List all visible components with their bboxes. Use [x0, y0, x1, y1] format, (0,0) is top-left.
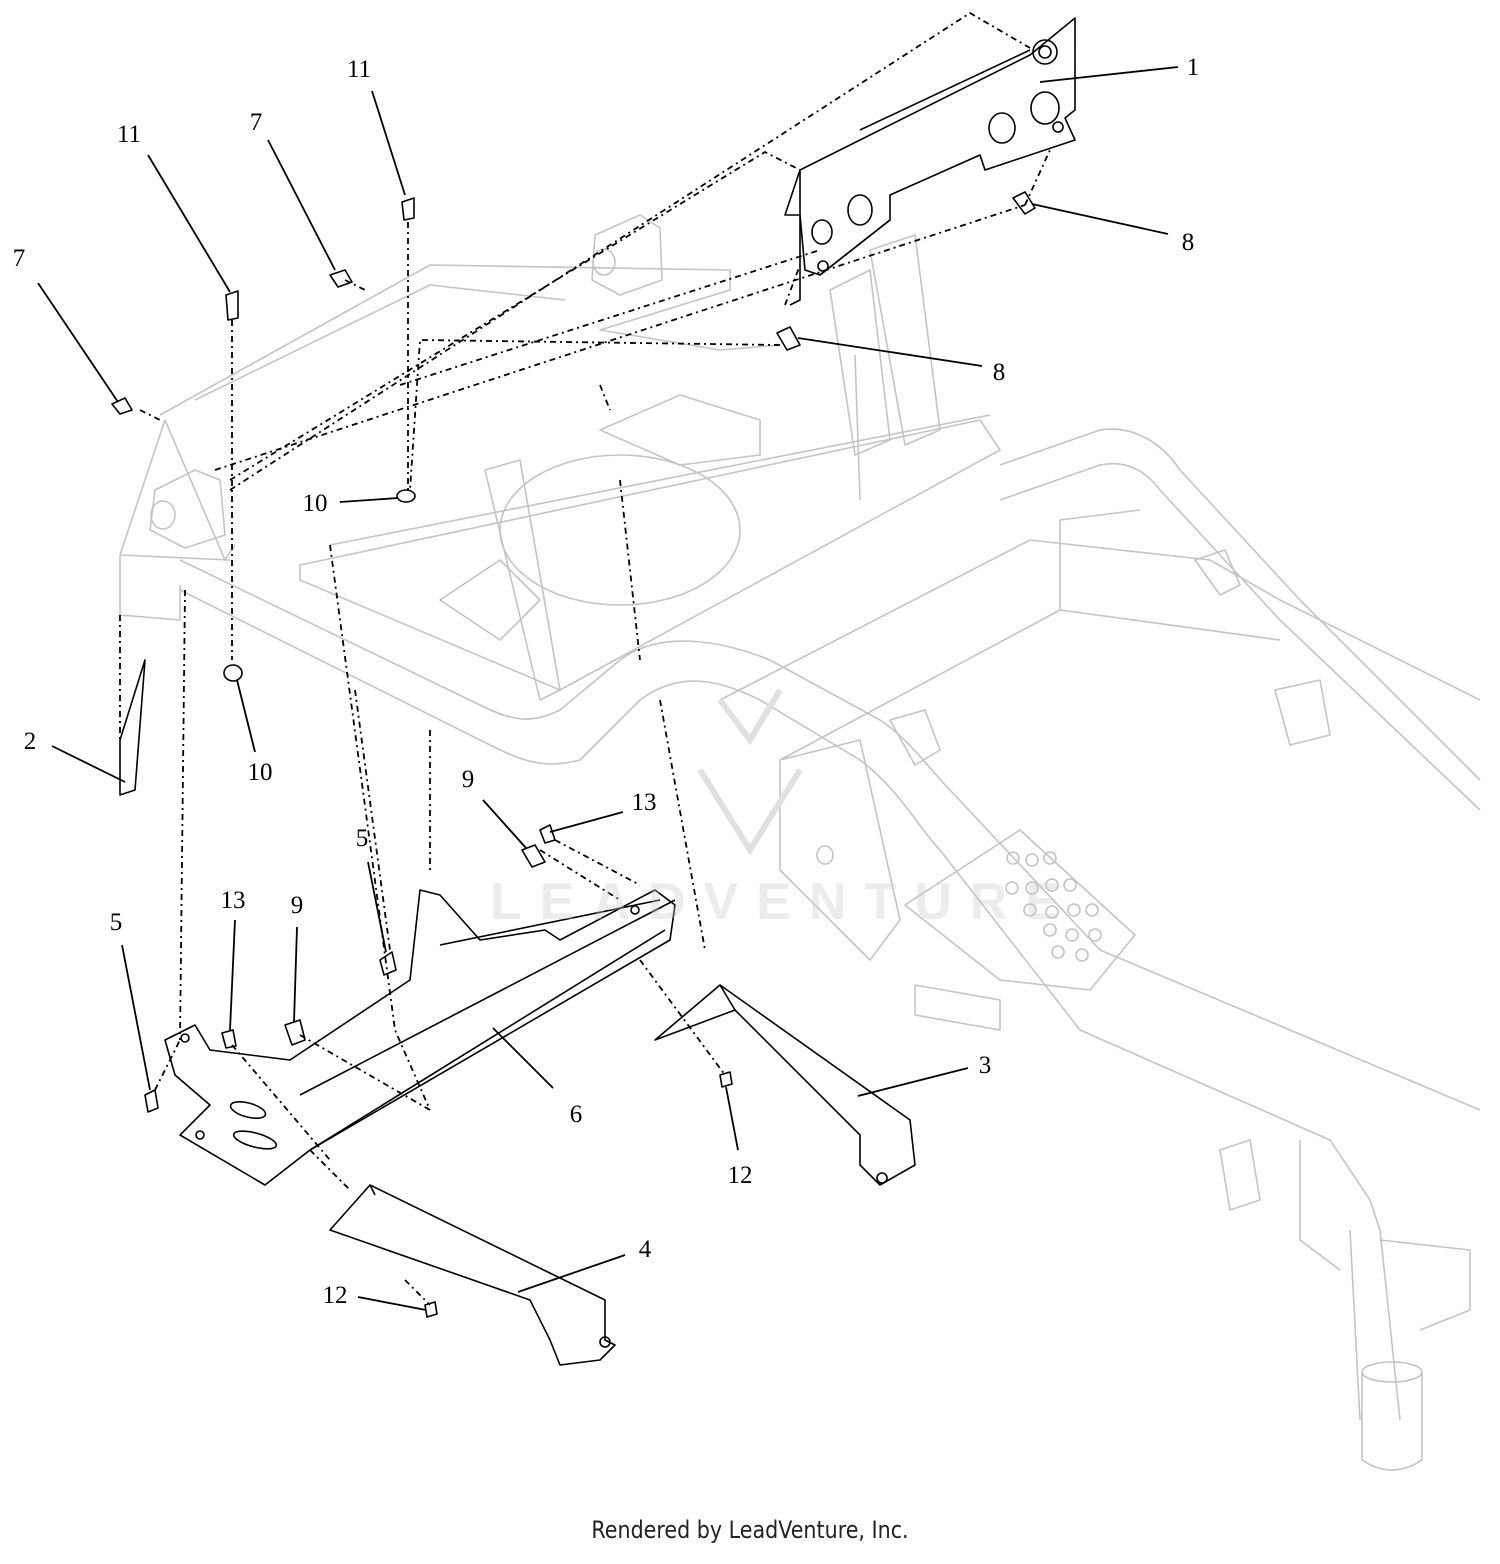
part-10-nut-upper [396, 489, 416, 503]
callout-3: 3 [979, 1052, 992, 1079]
callout-4: 4 [639, 1236, 652, 1263]
part-7-pin-right [329, 269, 353, 288]
watermark-logo [697, 688, 803, 856]
callout-11-right: 11 [347, 56, 371, 83]
callout-12-right: 12 [728, 1162, 753, 1189]
part-11-bolt-right [401, 197, 415, 221]
callout-10-upper: 10 [303, 490, 328, 517]
part-10-nut-lower [223, 664, 243, 682]
callout-labels: 1 2 3 4 5 5 6 7 7 8 8 9 9 10 10 11 11 12… [13, 54, 1200, 1309]
part-1-bracket [784, 17, 1076, 276]
callout-12-left: 12 [323, 1282, 348, 1309]
watermark-text: LEADVENTURE [490, 873, 1079, 931]
part-5-bolt-lower [144, 1089, 159, 1113]
footer-credit: Rendered by LeadVenture, Inc. [591, 1516, 909, 1544]
part-6-guard [164, 889, 676, 1186]
callout-10-lower: 10 [248, 759, 273, 786]
part-8-clip-upper [1012, 191, 1036, 215]
part-12-clip-right [719, 1071, 733, 1088]
callout-11-left: 11 [117, 121, 141, 148]
part-4-cover [329, 1184, 616, 1366]
callout-13-upper: 13 [632, 789, 657, 816]
callout-1: 1 [1187, 54, 1200, 81]
part-5-bolt-upper [379, 951, 397, 976]
leader-lines [37, 66, 1179, 1311]
callout-7-left: 7 [13, 245, 26, 272]
parts [111, 17, 1076, 1366]
part-13-screw-upper [539, 824, 556, 844]
mower-frame [119, 214, 1481, 1471]
part-9-bolt-upper [521, 844, 546, 868]
part-12-clip-left [424, 1301, 438, 1318]
callout-2: 2 [24, 728, 37, 755]
part-9-bolt-lower [284, 1019, 306, 1046]
part-7-pin-left [111, 397, 133, 415]
callout-8-lower: 8 [993, 359, 1006, 386]
callout-9-upper: 9 [462, 766, 475, 793]
callout-13-lower: 13 [221, 887, 246, 914]
callout-5-upper: 5 [356, 825, 369, 852]
callout-8-upper: 8 [1182, 229, 1195, 256]
callout-6: 6 [570, 1101, 583, 1128]
part-3-cover [654, 984, 916, 1186]
assembly-lines [119, 11, 1051, 1306]
callout-9-lower: 9 [291, 892, 304, 919]
callout-7-right: 7 [250, 109, 263, 136]
part-11-bolt-left [225, 290, 239, 321]
part-2-flap [119, 659, 146, 796]
callout-5-lower: 5 [110, 909, 123, 936]
part-13-screw-lower [221, 1029, 237, 1049]
part-8-clip-lower [776, 326, 801, 351]
